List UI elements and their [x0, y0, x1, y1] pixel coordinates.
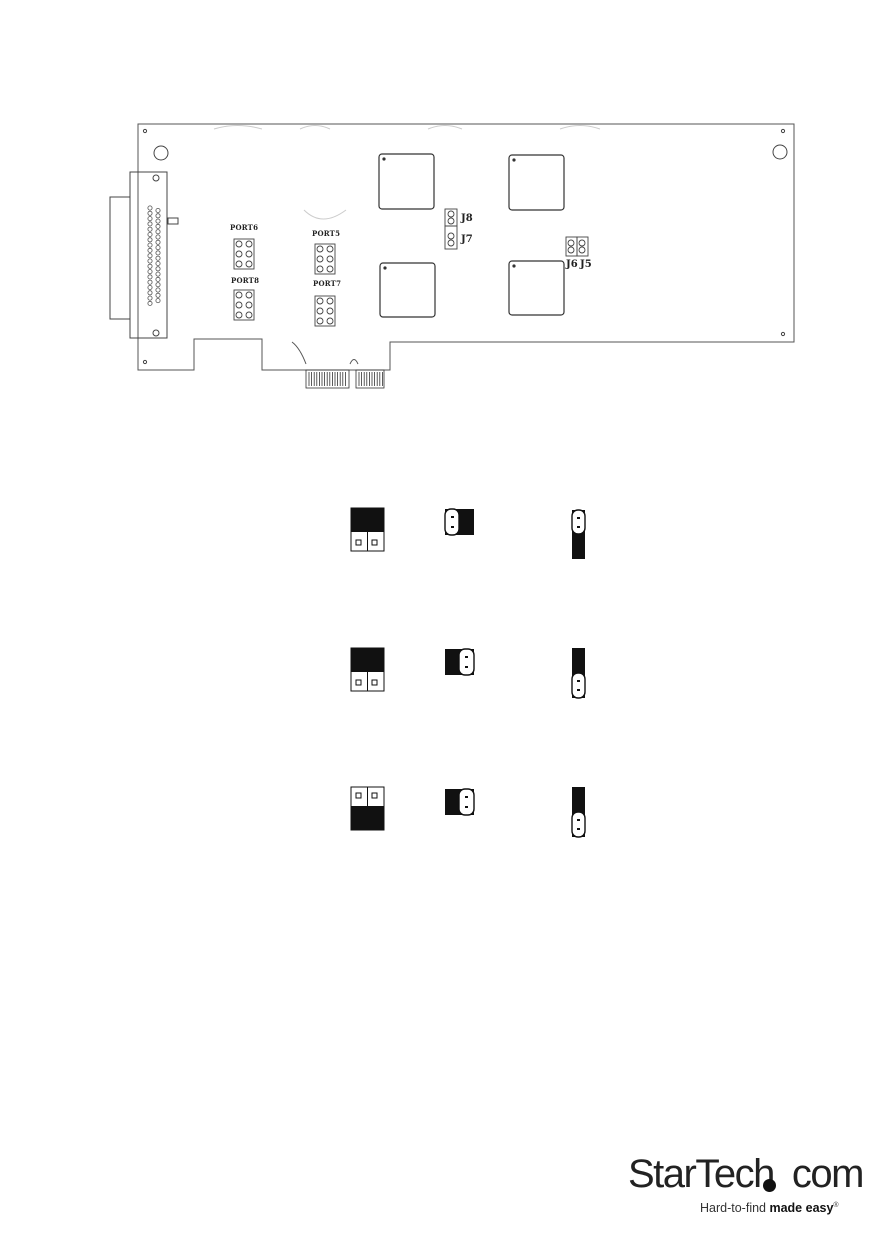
jumper-2pin-side-3: [445, 789, 474, 815]
jumper-3pin-vertical-2: [572, 648, 585, 698]
connector-pin: [156, 293, 160, 297]
port-pin: [246, 302, 252, 308]
logo-word-end: com: [792, 1152, 863, 1196]
connector-pin: [156, 288, 160, 292]
connector-pin: [156, 224, 160, 228]
port-pin: [236, 251, 242, 257]
j8-label: J8: [461, 213, 473, 224]
port-header: [234, 239, 254, 269]
connector-pin: [148, 211, 152, 215]
jumper-2pin-horizontal-3: [351, 787, 384, 830]
j5-label: J5: [580, 259, 592, 270]
port-pin: [327, 256, 333, 262]
connector-pin: [156, 251, 160, 255]
port-pin: [236, 302, 242, 308]
connector-pin: [148, 222, 152, 226]
port5-label: PORT5: [312, 229, 340, 238]
port-pin: [236, 312, 242, 318]
logo-tagline: Hard-to-find made easy®: [700, 1201, 839, 1215]
jumper-2pin-horizontal-1: [351, 508, 384, 551]
port-header: [315, 296, 335, 326]
logo-wordmark: StarTech com: [628, 1152, 863, 1196]
connector-pin: [156, 277, 160, 281]
connector-pin: [156, 230, 160, 234]
port-pin: [236, 241, 242, 247]
connector-pin: [148, 238, 152, 242]
port8-label: PORT8: [231, 276, 259, 285]
connector-pin: [156, 208, 160, 212]
jumper-2pin-side-2: [445, 649, 474, 675]
port-header: [315, 244, 335, 274]
port-pin: [327, 318, 333, 324]
port-pin: [236, 261, 242, 267]
port-pin: [246, 312, 252, 318]
port-pin: [327, 246, 333, 252]
port-header: [234, 290, 254, 320]
connector-pin: [156, 240, 160, 244]
connector-pin: [148, 296, 152, 300]
connector-pin: [156, 235, 160, 239]
port-pin: [317, 298, 323, 304]
port-pin: [317, 266, 323, 272]
jumper-3pin-vertical-3: [572, 787, 585, 837]
connector-pin: [148, 259, 152, 263]
tagline-plain: Hard-to-find: [700, 1201, 769, 1215]
port-pin: [317, 256, 323, 262]
logo-word-start: StarTech: [628, 1152, 774, 1196]
port7-label: PORT7: [313, 279, 341, 288]
port-pin: [327, 308, 333, 314]
connector-pin: [148, 291, 152, 295]
connector-pin: [148, 301, 152, 305]
connector-pin: [156, 299, 160, 303]
connector-pin: [148, 227, 152, 231]
connector-pin: [148, 264, 152, 268]
j6-label: J6: [566, 259, 578, 270]
connector-pin: [148, 254, 152, 258]
pcb-outline: [0, 0, 893, 420]
connector-pin: [148, 206, 152, 210]
connector-pin: [148, 243, 152, 247]
connector-pin: [156, 283, 160, 287]
tagline-bold: made easy: [769, 1201, 833, 1215]
connector-pin: [156, 267, 160, 271]
port6-label: PORT6: [230, 223, 258, 232]
connector-pin: [156, 246, 160, 250]
connector-pin: [156, 219, 160, 223]
connector-pin: [156, 256, 160, 260]
jumper-row-2: [351, 648, 585, 698]
port-pin: [327, 266, 333, 272]
jumper-2pin-side-1: [445, 509, 474, 535]
connector-pin: [156, 261, 160, 265]
connector-pin: [156, 272, 160, 276]
logo-dot-icon: [763, 1179, 776, 1192]
connector-pin: [148, 270, 152, 274]
connector-pin: [148, 248, 152, 252]
connector-pin: [148, 280, 152, 284]
jumper-2pin-horizontal-2: [351, 648, 384, 691]
connector-pin: [148, 217, 152, 221]
port-pin: [317, 318, 323, 324]
jumper-settings-diagram: [0, 490, 893, 850]
jumper-row-1: [351, 508, 585, 559]
port-pin: [246, 261, 252, 267]
port-pin: [246, 251, 252, 257]
connector-pin: [148, 232, 152, 236]
port-pin: [327, 298, 333, 304]
jumper-3pin-vertical-1: [572, 510, 585, 559]
pcb-diagram: PORT6 PORT5 PORT8 PORT7 J8 J7 J6 J5: [0, 0, 893, 420]
connector-pin: [156, 214, 160, 218]
connector-pin: [148, 285, 152, 289]
jumper-row-3: [351, 787, 585, 837]
port-pin: [317, 246, 323, 252]
trademark-symbol: ®: [833, 1202, 838, 1209]
port-pin: [246, 241, 252, 247]
port-pin: [236, 292, 242, 298]
port-pin: [246, 292, 252, 298]
j7-label: J7: [461, 234, 473, 245]
port-pin: [317, 308, 323, 314]
connector-pin: [148, 275, 152, 279]
